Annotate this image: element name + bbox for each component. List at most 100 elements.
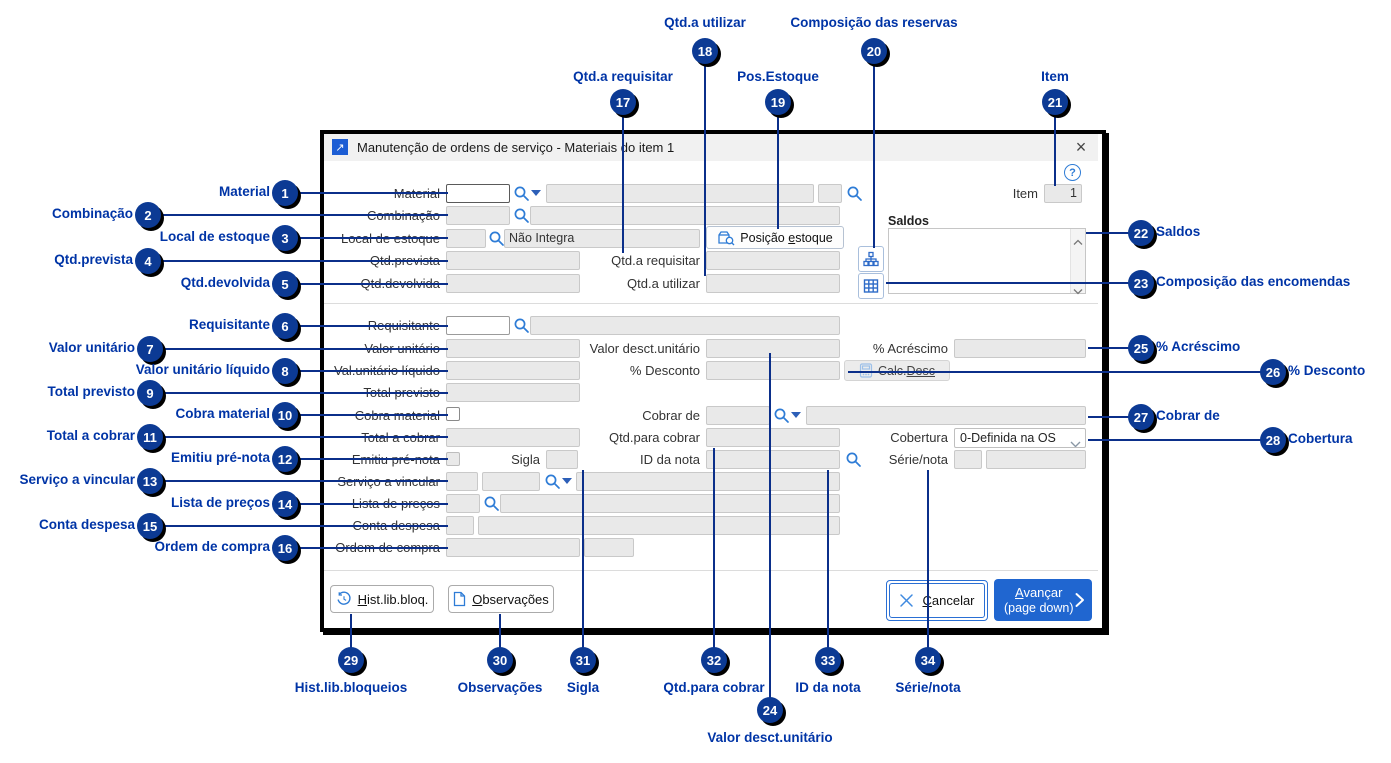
search-icon[interactable] [513,317,530,334]
dialog-titlebar[interactable] [324,134,1098,161]
close-icon[interactable]: × [1075,136,1087,157]
callout-label-20: Composição das reservas [790,15,958,30]
material-code-input[interactable] [446,184,510,203]
callout-badge-28: 28 [1260,427,1286,453]
grid-icon [863,278,879,294]
chevron-down-icon[interactable] [531,190,541,196]
conta-despesa-description-field [478,516,840,535]
search-icon[interactable] [513,185,530,202]
callout-line-11 [161,436,448,438]
calc-desc-button[interactable]: Calc.Desc [844,360,950,381]
x-icon [899,593,914,608]
callout-badge-14: 14 [272,491,298,517]
callout-label-24: Valor desct.unitário [707,730,833,745]
callout-line-17 [622,113,624,253]
observacoes-button[interactable]: Observações [448,585,554,613]
app-window-icon: ↗ [332,139,348,155]
search-icon[interactable] [488,230,505,247]
callout-badge-26: 26 [1260,359,1286,385]
callout-badge-21: 21 [1042,89,1068,115]
callout-label-30: Observações [457,680,543,695]
callout-label-25: % Acréscimo [1156,339,1241,354]
search-icon[interactable] [773,407,790,424]
callout-line-22 [1086,232,1130,234]
callout-badge-10: 10 [272,402,298,428]
item-field: 1 [1044,184,1082,203]
cancel-button[interactable]: Cancelar [886,580,988,621]
callout-label-2: Combinação [51,206,133,221]
callout-line-32 [713,448,715,648]
callout-badge-6: 6 [272,313,298,339]
callout-badge-9: 9 [137,380,163,406]
callout-line-31 [582,470,584,648]
callout-badge-13: 13 [137,468,163,494]
callout-badge-16: 16 [272,535,298,561]
callout-badge-4: 4 [135,248,161,274]
cobrar-de-label: Cobrar de [642,408,700,423]
callout-line-15 [161,525,448,527]
callout-label-26: % Desconto [1288,363,1366,378]
emitiu-pre-nota-checkbox [446,452,460,466]
callout-label-17: Qtd.a requisitar [573,69,673,84]
callout-badge-18: 18 [692,38,718,64]
item-label: Item [1012,186,1038,201]
requisitante-description-field [530,316,840,335]
document-icon [453,591,466,607]
cobertura-dropdown[interactable]: 0-Definida na OS [954,428,1086,448]
servico-description-field [576,472,840,491]
saldos-listbox[interactable] [888,228,1086,295]
local-estoque-description-field: Não Integra [504,229,700,248]
sigla-label: Sigla [511,452,540,467]
callout-label-34: Série/nota [895,680,961,695]
search-icon[interactable] [483,495,500,512]
callout-line-30 [499,614,501,648]
callout-badge-2: 2 [135,202,161,228]
callout-line-21 [1054,113,1056,186]
perc-acrescimo-field [954,339,1086,358]
search-icon[interactable] [846,185,863,202]
callout-label-11: Total a cobrar [46,428,135,443]
callout-label-28: Cobertura [1288,431,1353,446]
reservas-composition-button[interactable] [858,246,884,272]
perc-acrescimo-label: % Acréscimo [872,341,948,356]
scroll-up-icon[interactable] [1073,233,1083,245]
search-icon[interactable] [544,473,561,490]
saldos-scrollbar[interactable] [1070,229,1085,295]
callout-label-21: Item [1041,69,1069,84]
qtd-a-utilizar-label: Qtd.a utilizar [627,276,700,291]
chevron-down-icon[interactable] [562,478,572,484]
callout-line-28 [1088,439,1262,441]
callout-label-7: Valor unitário [48,340,135,355]
dialog-title: Manutenção de ordens de serviço - Materi… [357,140,675,155]
callout-label-16: Ordem de compra [154,539,270,554]
encomendas-composition-button[interactable] [858,273,884,299]
chevron-down-icon[interactable] [791,412,801,418]
help-icon[interactable]: ? [1064,164,1081,181]
callout-line-18 [704,62,706,276]
callout-label-32: Qtd.para cobrar [663,680,765,695]
advance-page-down-button[interactable]: Avançar (page down) [994,579,1092,621]
hist-lib-bloq-button[interactable]: Hist.lib.bloq. [330,585,434,613]
callout-label-10: Cobra material [175,406,270,421]
serie-field [954,450,982,469]
total-previsto-field [446,383,580,402]
search-icon[interactable] [513,207,530,224]
callout-line-8 [296,370,448,372]
callout-badge-15: 15 [137,513,163,539]
saldos-label: Saldos [888,214,929,228]
cobra-material-checkbox[interactable] [446,407,460,421]
requisitante-input[interactable] [446,316,510,335]
callout-badge-17: 17 [610,89,636,115]
scroll-down-icon[interactable] [1073,282,1083,295]
callout-badge-12: 12 [272,446,298,472]
callout-line-26 [848,371,1262,373]
lista-precos-description-field [500,494,840,513]
posicao-estoque-button[interactable]: Posição estoque [706,226,844,249]
callout-label-18: Qtd.a utilizar [664,15,746,30]
perc-desconto-field [706,361,840,380]
search-icon[interactable] [845,451,862,468]
footer-divider [324,570,1098,571]
local-estoque-input [446,229,486,248]
perc-desconto-label: % Desconto [629,363,700,378]
